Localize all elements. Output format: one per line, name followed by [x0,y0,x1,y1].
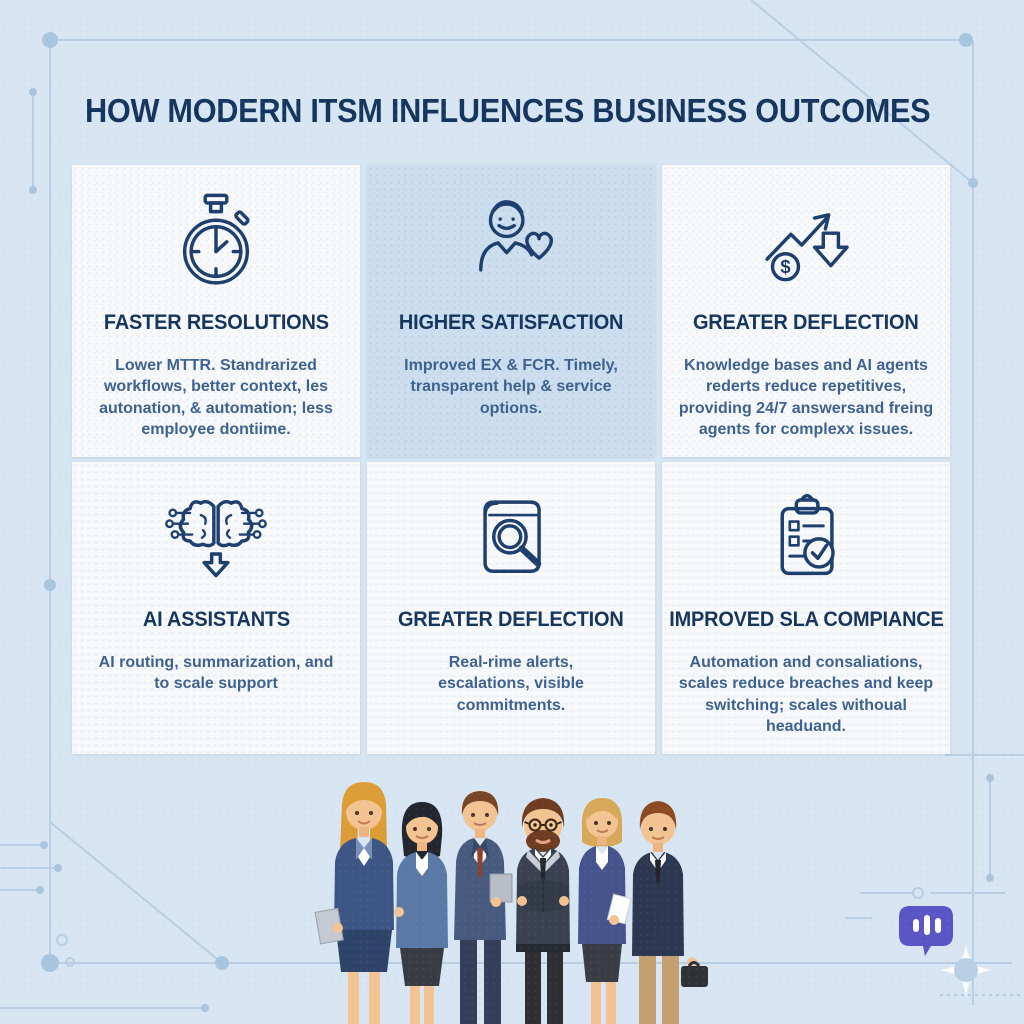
card-title: AI ASSISTANTS [142,608,290,631]
ai-brain-icon [162,482,270,600]
team-illustration [314,782,708,1024]
card-title: IMPROVED SLA COMPIANCE [668,608,944,631]
card-title: GREATER DEFLECTION [398,608,624,631]
person-4 [516,798,570,1024]
page-title: HOW MODERN ITSM INFLUENCES BUSINESS OUTC… [85,92,931,130]
card-higher-satisfaction: HIGHER SATISFACTION Improved EX & FCR. T… [367,165,655,457]
card-body: AI routing, summarization, and to scale … [98,654,334,693]
card-body: Knowledge bases and AI agents rederts re… [678,357,934,438]
person-2 [394,802,448,1024]
card-faster-resolutions: FASTER RESOLUTIONS Lower MTTR. Standrari… [72,165,360,457]
chart-dollar-down-icon: $ [752,185,860,303]
card-body: Real-rime alerts, escalations, visible c… [438,654,584,714]
cards-grid: FASTER RESOLUTIONS Lower MTTR. Standrari… [72,165,950,754]
card-title: HIGHER SATISFACTION [398,311,624,334]
chat-bubble-icon[interactable] [897,903,955,959]
person-6 [632,801,708,1024]
card-ai-assistants: AI ASSISTANTS AI routing, summarization,… [72,462,360,754]
book-magnifier-icon [457,482,565,600]
sparkle-icon [940,944,992,996]
card-body: Lower MTTR. Standrarized workflows, bett… [99,357,333,438]
person-1 [314,782,394,1024]
person-3 [454,791,513,1024]
card-title: FASTER RESOLUTIONS [103,311,329,334]
card-greater-deflection: $ GREATER DEFLECTION Knowledge bases and… [662,165,950,457]
clipboard-check-icon [752,482,860,600]
card-body: Improved EX & FCR. Timely, transparent h… [404,357,618,417]
person-heart-icon [457,185,565,303]
card-title: GREATER DEFLECTION [693,311,919,334]
person-5 [578,798,632,1024]
card-greater-deflection-2: GREATER DEFLECTION Real-rime alerts, esc… [367,462,655,754]
svg-text:$: $ [780,256,790,277]
card-body: Automation and consaliations, scales red… [678,654,934,735]
stopwatch-icon [162,185,270,303]
card-improved-sla-compliance: IMPROVED SLA COMPIANCE Automation and co… [662,462,950,754]
